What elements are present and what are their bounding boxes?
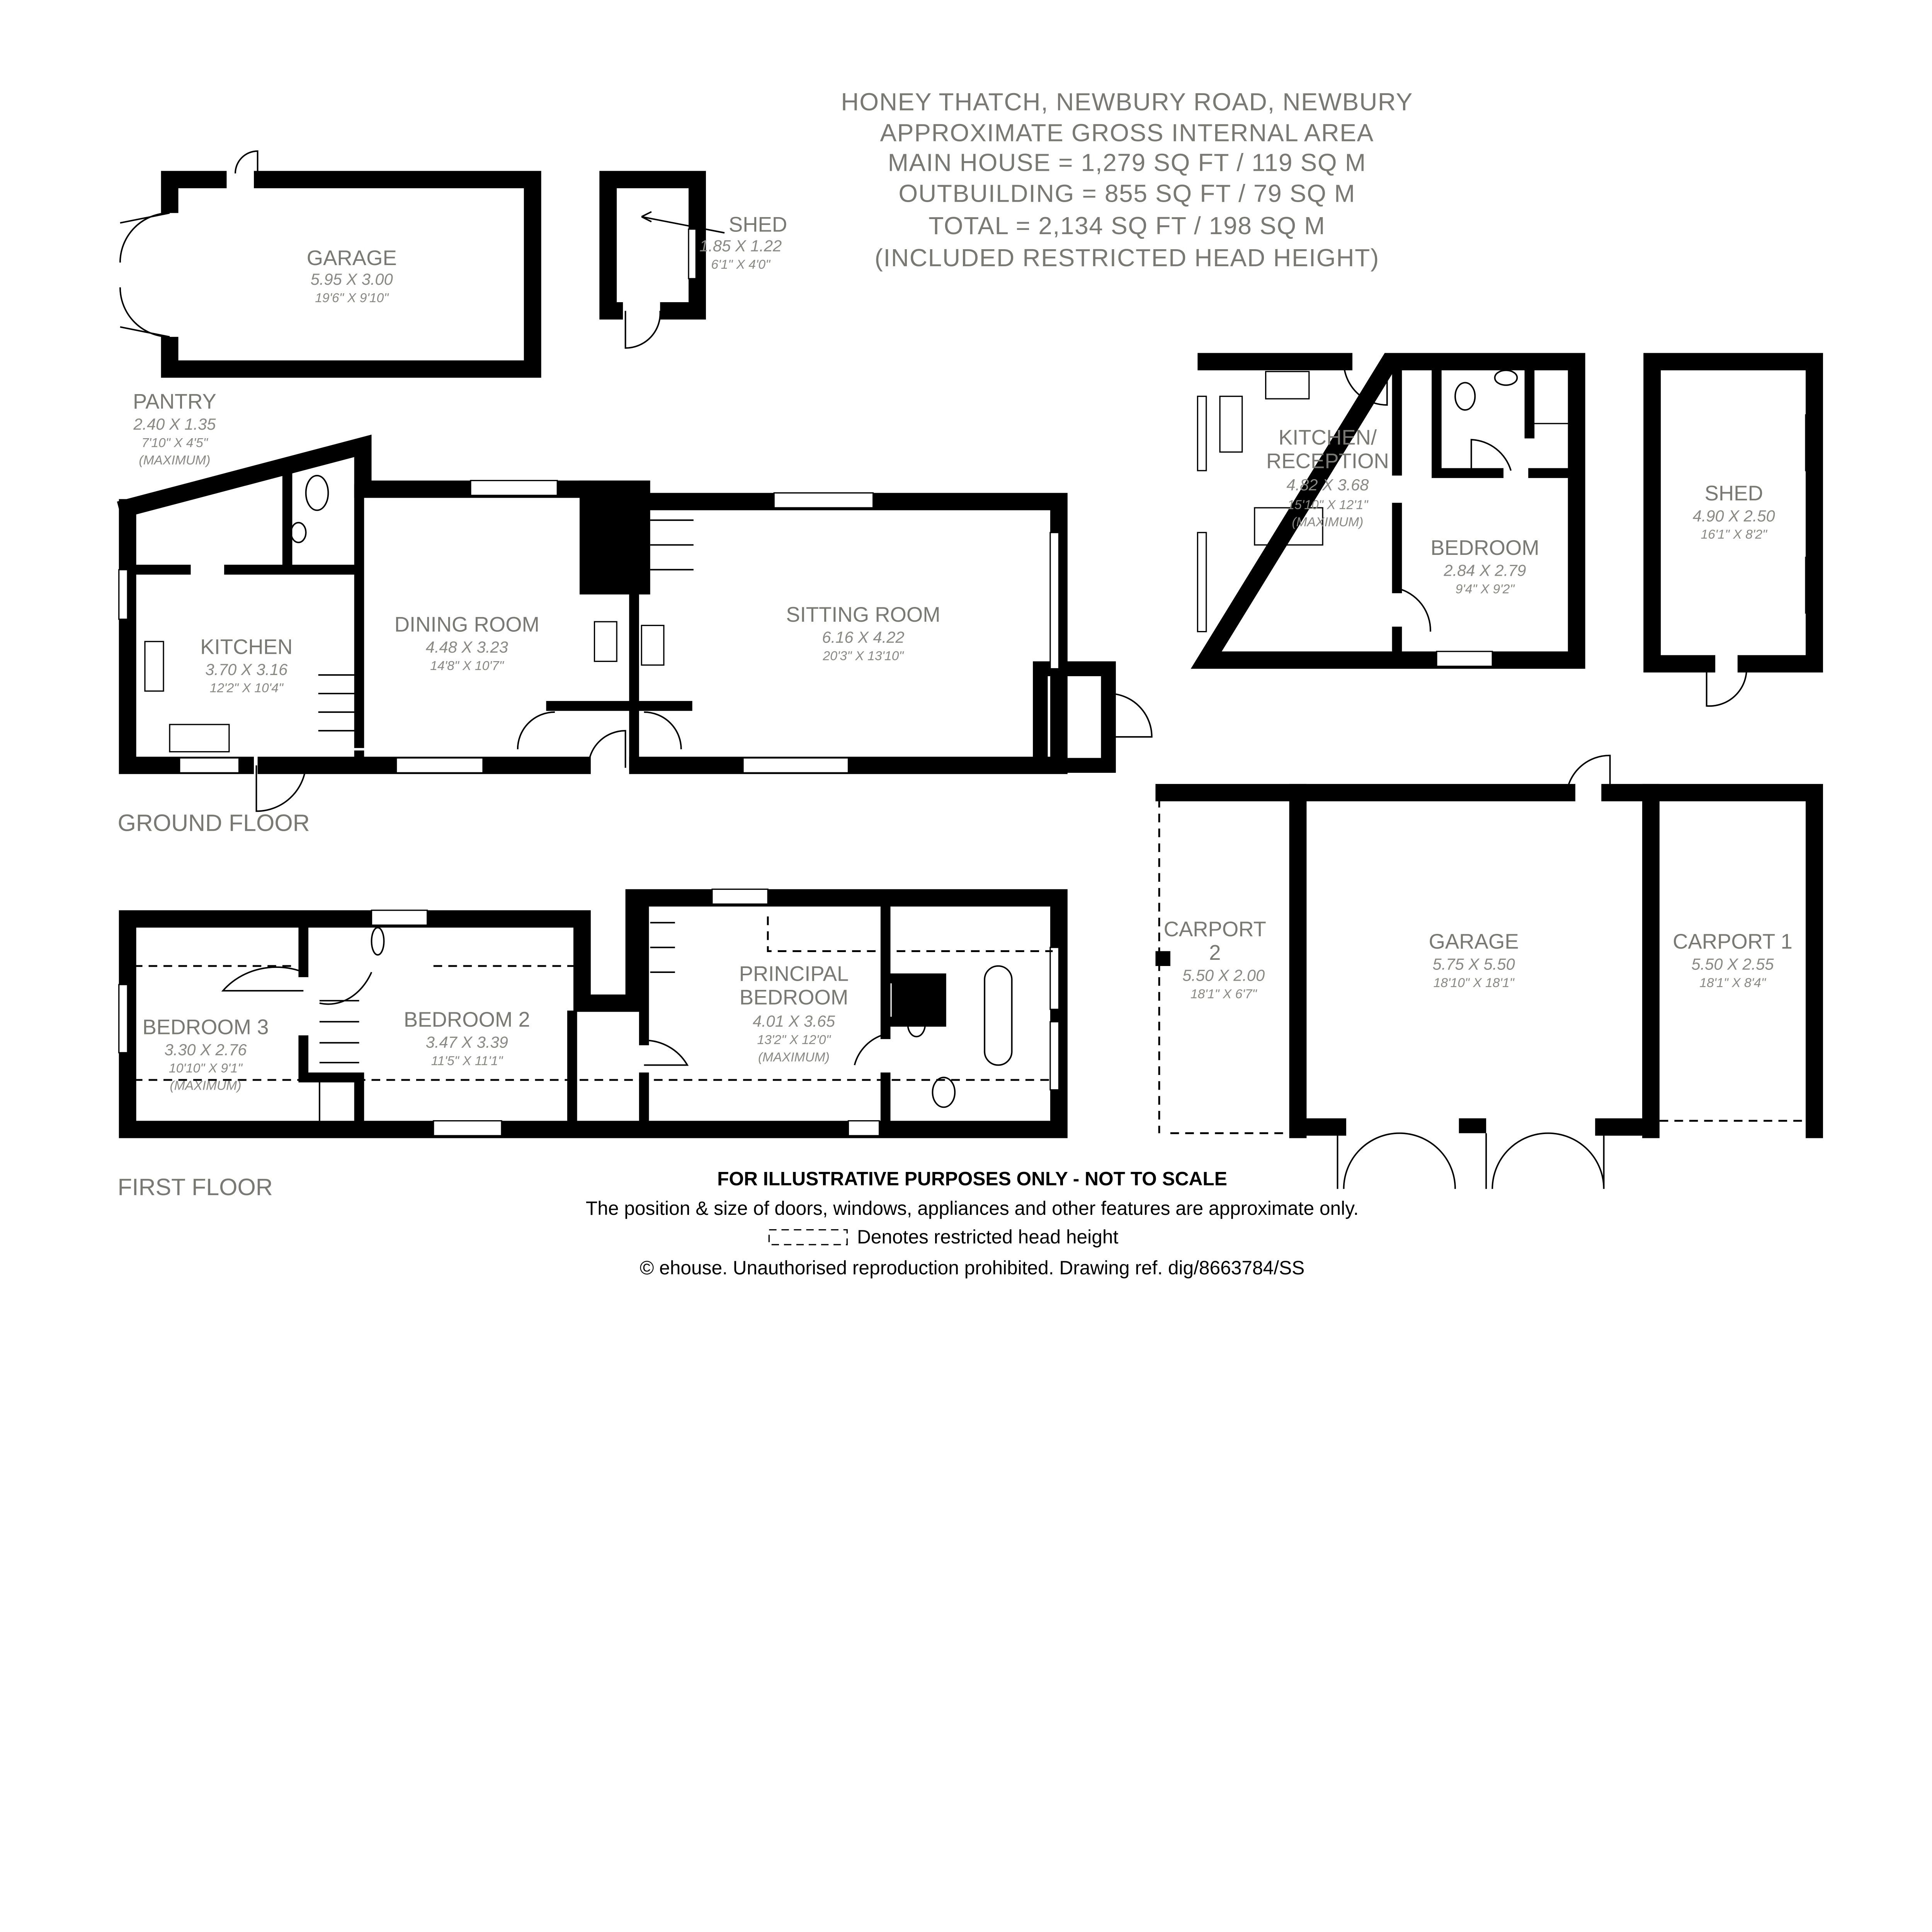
room-name: KITCHEN/: [1279, 426, 1377, 449]
room-sitting: SITTING ROOM 6.16 X 4.22 20'3" X 13'10": [786, 603, 940, 663]
room-note: (MAXIMUM): [139, 453, 210, 468]
total-area: TOTAL = 2,134 SQ FT / 198 SQ M: [929, 212, 1325, 240]
room-imperial: 7'10" X 4'5": [141, 436, 208, 450]
area-summary: HONEY THATCH, NEWBURY ROAD, NEWBURY APPR…: [841, 88, 1413, 272]
area-heading: APPROXIMATE GROSS INTERNAL AREA: [880, 119, 1374, 146]
room-note: (MAXIMUM): [758, 1050, 830, 1065]
room-name: BEDROOM 2: [404, 1008, 530, 1031]
disclaimer: FOR ILLUSTRATIVE PURPOSES ONLY - NOT TO …: [717, 1168, 1227, 1189]
footer: FOR ILLUSTRATIVE PURPOSES ONLY - NOT TO …: [586, 1168, 1359, 1279]
approximation-note: The position & size of doors, windows, a…: [586, 1197, 1359, 1219]
room-name: SHED: [1705, 481, 1763, 505]
room-metric: 4.01 X 3.65: [753, 1012, 835, 1030]
room-shed-large: SHED 4.90 X 2.50 16'1" X 8'2": [1693, 481, 1775, 542]
ground-floor-label: GROUND FLOOR: [117, 810, 310, 836]
room-garage-top: GARAGE 5.95 X 3.00 19'6" X 9'10": [307, 246, 397, 305]
room-imperial: 20'3" X 13'10": [823, 649, 905, 663]
room-name-line2: BEDROOM: [740, 985, 848, 1009]
room-bedroom-3: BEDROOM 3 3.30 X 2.76 10'10" X 9'1" (MAX…: [143, 1015, 269, 1093]
room-principal-bedroom: PRINCIPAL BEDROOM 4.01 X 3.65 13'2" X 12…: [739, 962, 849, 1064]
room-metric: 5.50 X 2.55: [1691, 955, 1774, 973]
first-floor-label: FIRST FLOOR: [117, 1174, 272, 1200]
room-kitchen-reception: KITCHEN/ RECEPTION 4.82 X 3.68 15'10" X …: [1266, 426, 1389, 530]
room-name: SITTING ROOM: [786, 603, 940, 626]
room-metric: 5.75 X 5.50: [1433, 955, 1515, 973]
room-metric: 4.82 X 3.68: [1286, 476, 1369, 494]
room-name: SHED: [729, 213, 787, 236]
room-metric: 3.47 X 3.39: [426, 1033, 508, 1051]
room-carport-2: CARPORT 2 5.50 X 2.00 18'1" X 6'7": [1164, 917, 1266, 1001]
restricted-head-height-swatch: [768, 1229, 848, 1245]
copyright: © ehouse. Unauthorised reproduction proh…: [640, 1257, 1304, 1279]
room-metric: 2.84 X 2.79: [1443, 561, 1526, 579]
room-name: KITCHEN: [200, 635, 293, 658]
outbuilding-shed-plan: [1643, 353, 1823, 707]
legend-text: Denotes restricted head height: [857, 1226, 1119, 1248]
room-note: (MAXIMUM): [1292, 515, 1363, 529]
room-kitchen: KITCHEN 3.70 X 3.16 12'2" X 10'4": [200, 635, 293, 695]
ground-floor-plan: [117, 434, 1153, 812]
room-imperial: 11'5" X 11'1": [431, 1054, 503, 1068]
room-imperial: 10'10" X 9'1": [169, 1061, 243, 1076]
room-imperial: 13'2" X 12'0": [757, 1033, 831, 1047]
room-imperial: 9'4" X 9'2": [1456, 582, 1515, 596]
room-shed-small: SHED 1.85 X 1.22 6'1" X 4'0": [699, 213, 787, 272]
room-imperial: 16'1" X 8'2": [1701, 527, 1767, 542]
room-name: PANTRY: [133, 390, 216, 413]
room-imperial: 18'1" X 8'4": [1699, 976, 1766, 990]
room-metric: 1.85 X 1.22: [699, 237, 782, 255]
room-name: PRINCIPAL: [739, 962, 849, 985]
room-metric: 4.90 X 2.50: [1693, 507, 1775, 525]
room-metric: 5.95 X 3.00: [311, 270, 393, 288]
room-metric: 5.50 X 2.00: [1182, 966, 1265, 984]
room-name: BEDROOM: [1430, 536, 1539, 560]
detached-garage-plan: [119, 150, 541, 378]
room-note: (MAXIMUM): [170, 1079, 242, 1093]
area-note: (INCLUDED RESTRICTED HEAD HEIGHT): [874, 244, 1379, 272]
room-imperial: 18'1" X 6'7": [1190, 987, 1257, 1001]
room-name: DINING ROOM: [395, 613, 539, 636]
room-imperial: 15'10" X 12'1": [1287, 498, 1369, 512]
main-house-area: MAIN HOUSE = 1,279 SQ FT / 119 SQ M: [888, 148, 1366, 176]
room-name: BEDROOM 3: [143, 1015, 269, 1039]
floor-plan: HONEY THATCH, NEWBURY ROAD, NEWBURY APPR…: [117, 88, 1823, 1279]
first-floor-plan: [118, 888, 1068, 1138]
room-name: CARPORT: [1164, 917, 1266, 941]
room-imperial: 18'10" X 18'1": [1434, 976, 1515, 990]
room-metric: 2.40 X 1.35: [133, 415, 216, 433]
room-annex-bedroom: BEDROOM 2.84 X 2.79 9'4" X 9'2": [1430, 536, 1539, 596]
small-shed-plan: [599, 171, 725, 349]
room-bedroom-2: BEDROOM 2 3.47 X 3.39 11'5" X 11'1": [404, 1008, 530, 1068]
room-garage-main: GARAGE 5.75 X 5.50 18'10" X 18'1": [1429, 930, 1519, 990]
property-title: HONEY THATCH, NEWBURY ROAD, NEWBURY: [841, 88, 1413, 116]
room-metric: 3.30 X 2.76: [165, 1041, 247, 1059]
room-carport-1: CARPORT 1 5.50 X 2.55 18'1" X 8'4": [1673, 930, 1793, 990]
room-metric: 3.70 X 3.16: [205, 660, 288, 679]
room-imperial: 19'6" X 9'10": [315, 291, 389, 305]
room-imperial: 12'2" X 10'4": [210, 681, 284, 696]
room-imperial: 6'1" X 4'0": [711, 258, 771, 272]
garage-carport-plan: [1155, 755, 1823, 1189]
room-name: GARAGE: [1429, 930, 1519, 953]
room-pantry: PANTRY 2.40 X 1.35 7'10" X 4'5" (MAXIMUM…: [133, 390, 216, 468]
outbuilding-annex-plan: [1190, 353, 1815, 669]
room-name-line2: RECEPTION: [1266, 449, 1389, 473]
room-imperial: 14'8" X 10'7": [430, 659, 504, 673]
room-metric: 4.48 X 3.23: [426, 638, 508, 656]
room-name-line2: 2: [1209, 941, 1221, 964]
room-dining: DINING ROOM 4.48 X 3.23 14'8" X 10'7": [395, 613, 539, 673]
room-name: GARAGE: [307, 246, 397, 270]
outbuilding-area: OUTBUILDING = 855 SQ FT / 79 SQ M: [898, 179, 1355, 207]
room-name: CARPORT 1: [1673, 930, 1793, 953]
room-metric: 6.16 X 4.22: [822, 628, 904, 646]
